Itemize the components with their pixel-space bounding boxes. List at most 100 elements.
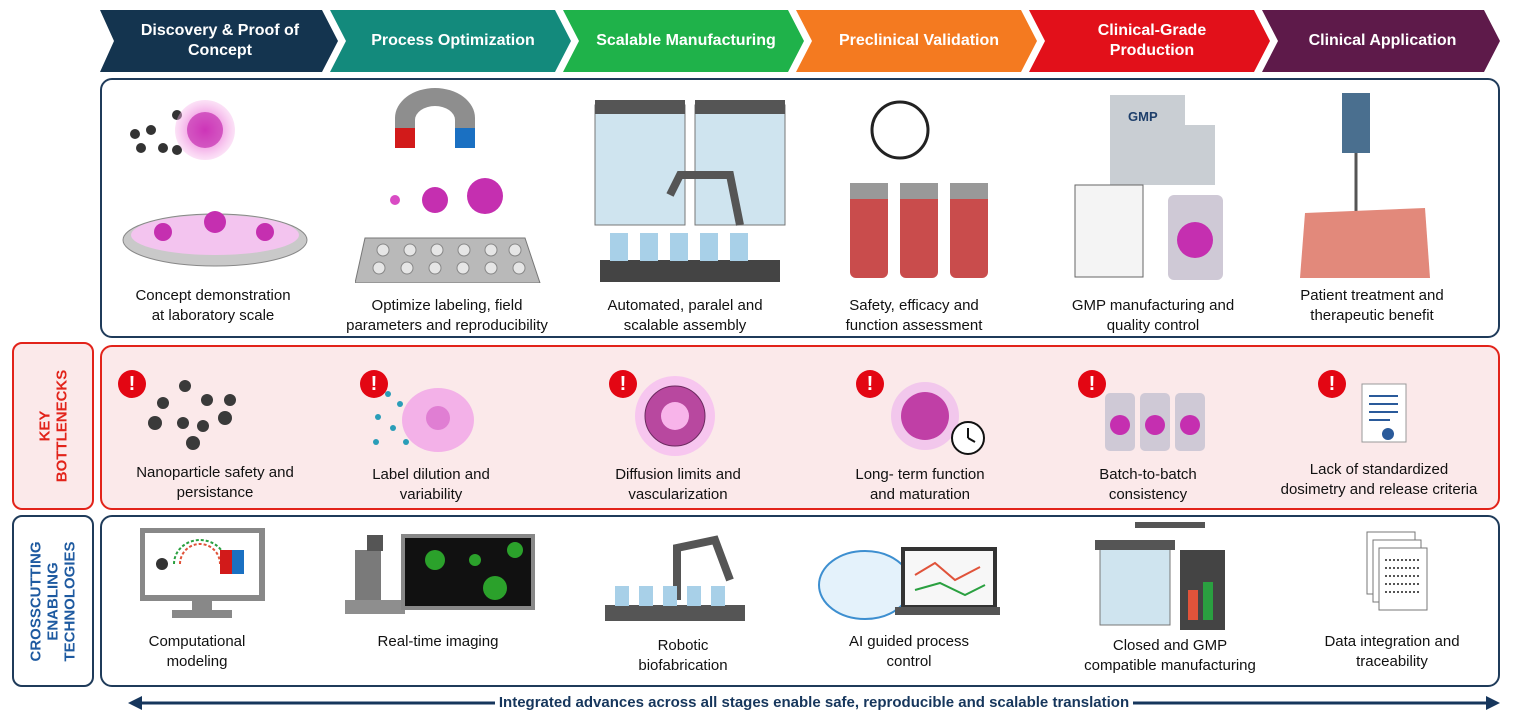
- caption-line: traceability: [1356, 653, 1428, 670]
- stage-chevron-3: [796, 10, 1037, 72]
- stage-label-line: Scalable Manufacturing: [596, 32, 776, 49]
- caption-robotic-biofabrication: Robotic biofabrication: [558, 636, 808, 676]
- caption-optimize-labeling: Optimize labeling, field parameters and r…: [322, 296, 572, 336]
- caption-computational-modeling: Computational modeling: [72, 632, 322, 672]
- warning-icon: !: [360, 370, 388, 398]
- caption-label-dilution: Label dilution and variability: [306, 465, 556, 505]
- key-bottlenecks-panel: [100, 345, 1500, 510]
- stage-chevrons: [100, 10, 1500, 72]
- caption-line: Optimize labeling, field: [371, 297, 523, 314]
- caption-real-time-imaging: Real-time imaging: [313, 632, 563, 652]
- caption-long-term-function: Long- term function and maturation: [795, 465, 1045, 505]
- caption-ai-guided-control: AI guided process control: [784, 632, 1034, 672]
- label-dilution-cell-icon: [373, 388, 474, 452]
- stage-label-line: Discovery & Proof of: [140, 22, 300, 39]
- closed-bioreactor-icon: [1095, 522, 1225, 630]
- caption-line: Label dilution and: [372, 466, 490, 483]
- stage-chevron-4: [1029, 10, 1270, 72]
- caption-line: variability: [399, 486, 463, 503]
- stage-label-process-optimization: Process Optimization: [343, 10, 563, 72]
- caption-line: modeling: [166, 653, 228, 670]
- warning-icon: !: [118, 370, 146, 398]
- robot-arm-conveyor-icon: [605, 535, 745, 621]
- warning-icon: !: [1078, 370, 1106, 398]
- stage-label-line: Process Optimization: [371, 32, 535, 49]
- spheroid-cross-section-icon: [635, 376, 715, 456]
- stage-label-line: Production: [1109, 42, 1195, 59]
- stage-label-preclinical-validation: Preclinical Validation: [809, 10, 1029, 72]
- caption-automated-assembly: Automated, paralel and scalable assembly: [560, 296, 810, 336]
- caption-line: Safety, efficacy and: [849, 297, 979, 314]
- side-label-line: BOTTLENECKS: [53, 369, 70, 483]
- brain-laptop-network-icon: [818, 547, 1000, 620]
- gmp-label: GMP: [1128, 109, 1158, 124]
- microscope-monitor-icon: [345, 534, 535, 614]
- caption-patient-treatment: Patient treatment and therapeutic benefit: [1247, 286, 1497, 326]
- syringe-tissue-icon: [1300, 93, 1430, 278]
- caption-line: Diffusion limits and: [615, 466, 741, 483]
- stage-label-line: Concept: [187, 42, 252, 59]
- caption-line: Automated, paralel and: [607, 297, 763, 314]
- nanoparticles-icon: [148, 380, 236, 450]
- integration-arrow: Integrated advances across all stages en…: [128, 692, 1500, 716]
- caption-line: Nanoparticle safety and: [136, 464, 294, 481]
- caption-line: at laboratory scale: [151, 307, 275, 324]
- stage-header: Discovery & Proof of Concept Process Opti…: [100, 10, 1500, 72]
- caption-line: therapeutic benefit: [1310, 307, 1434, 324]
- caption-line: consistency: [1108, 486, 1188, 503]
- caption-line: Computational: [148, 633, 246, 650]
- nanoparticles-petri-dish-icon: [122, 100, 308, 267]
- bioreactor-robot-arm-icon: [594, 100, 786, 282]
- spheroid-clock-icon: [891, 382, 985, 455]
- binary-documents-icon: [1366, 531, 1428, 611]
- magnet-well-plate-icon: [355, 88, 541, 283]
- caption-line: AI guided process: [848, 633, 970, 650]
- caption-diffusion-limits: Diffusion limits and vascularization: [553, 465, 803, 505]
- side-label-line: ENABLING: [44, 561, 62, 641]
- warning-icon: !: [856, 370, 884, 398]
- stage-chevron-0: [100, 10, 338, 72]
- caption-line: Closed and GMP: [1112, 637, 1228, 654]
- computer-magnetic-field-icon: [140, 528, 265, 618]
- side-label-line: CROSSCUTTING: [27, 541, 45, 662]
- caption-line: Patient treatment and: [1300, 287, 1444, 304]
- caption-line: vascularization: [628, 486, 728, 503]
- caption-line: function assessment: [845, 317, 983, 334]
- caption-line: scalable assembly: [623, 317, 747, 334]
- caption-line: biofabrication: [638, 657, 728, 674]
- caption-line: control: [886, 653, 932, 670]
- caption-line: persistance: [176, 484, 254, 501]
- stage-chevron-2: [563, 10, 804, 72]
- caption-line: Long- term function: [855, 466, 985, 483]
- gmp-building-checklist-icon: GMP: [1074, 95, 1223, 280]
- integration-statement-text: Integrated advances across all stages en…: [494, 694, 1134, 711]
- caption-line: dosimetry and release criteria: [1280, 481, 1478, 498]
- caption-line: Robotic: [657, 637, 709, 654]
- caption-nanoparticle-safety: Nanoparticle safety and persistance: [90, 463, 340, 503]
- stage-label-clinical-application: Clinical Application: [1275, 10, 1490, 72]
- stage-label-scalable-manufacturing: Scalable Manufacturing: [576, 10, 796, 72]
- warning-icon: !: [1318, 370, 1346, 398]
- integration-statement: Integrated advances across all stages en…: [128, 692, 1500, 714]
- mouse-vials-icon: [850, 100, 988, 278]
- enabling-technologies-panel: [100, 515, 1500, 687]
- three-jars-icon: [1105, 393, 1205, 451]
- caption-concept-demonstration: Concept demonstration at laboratory scale: [88, 286, 338, 326]
- stage-label-line: Clinical-Grade: [1097, 22, 1207, 39]
- stage-label-line: Preclinical Validation: [838, 32, 1000, 49]
- caption-line: Concept demonstration: [135, 287, 291, 304]
- stage-chevron-1: [330, 10, 571, 72]
- caption-line: parameters and reproducibility: [346, 317, 548, 334]
- warning-icon: !: [609, 370, 637, 398]
- stage-activities-panel: [100, 78, 1500, 338]
- side-label-line: KEY: [36, 410, 53, 442]
- caption-line: and maturation: [869, 486, 971, 503]
